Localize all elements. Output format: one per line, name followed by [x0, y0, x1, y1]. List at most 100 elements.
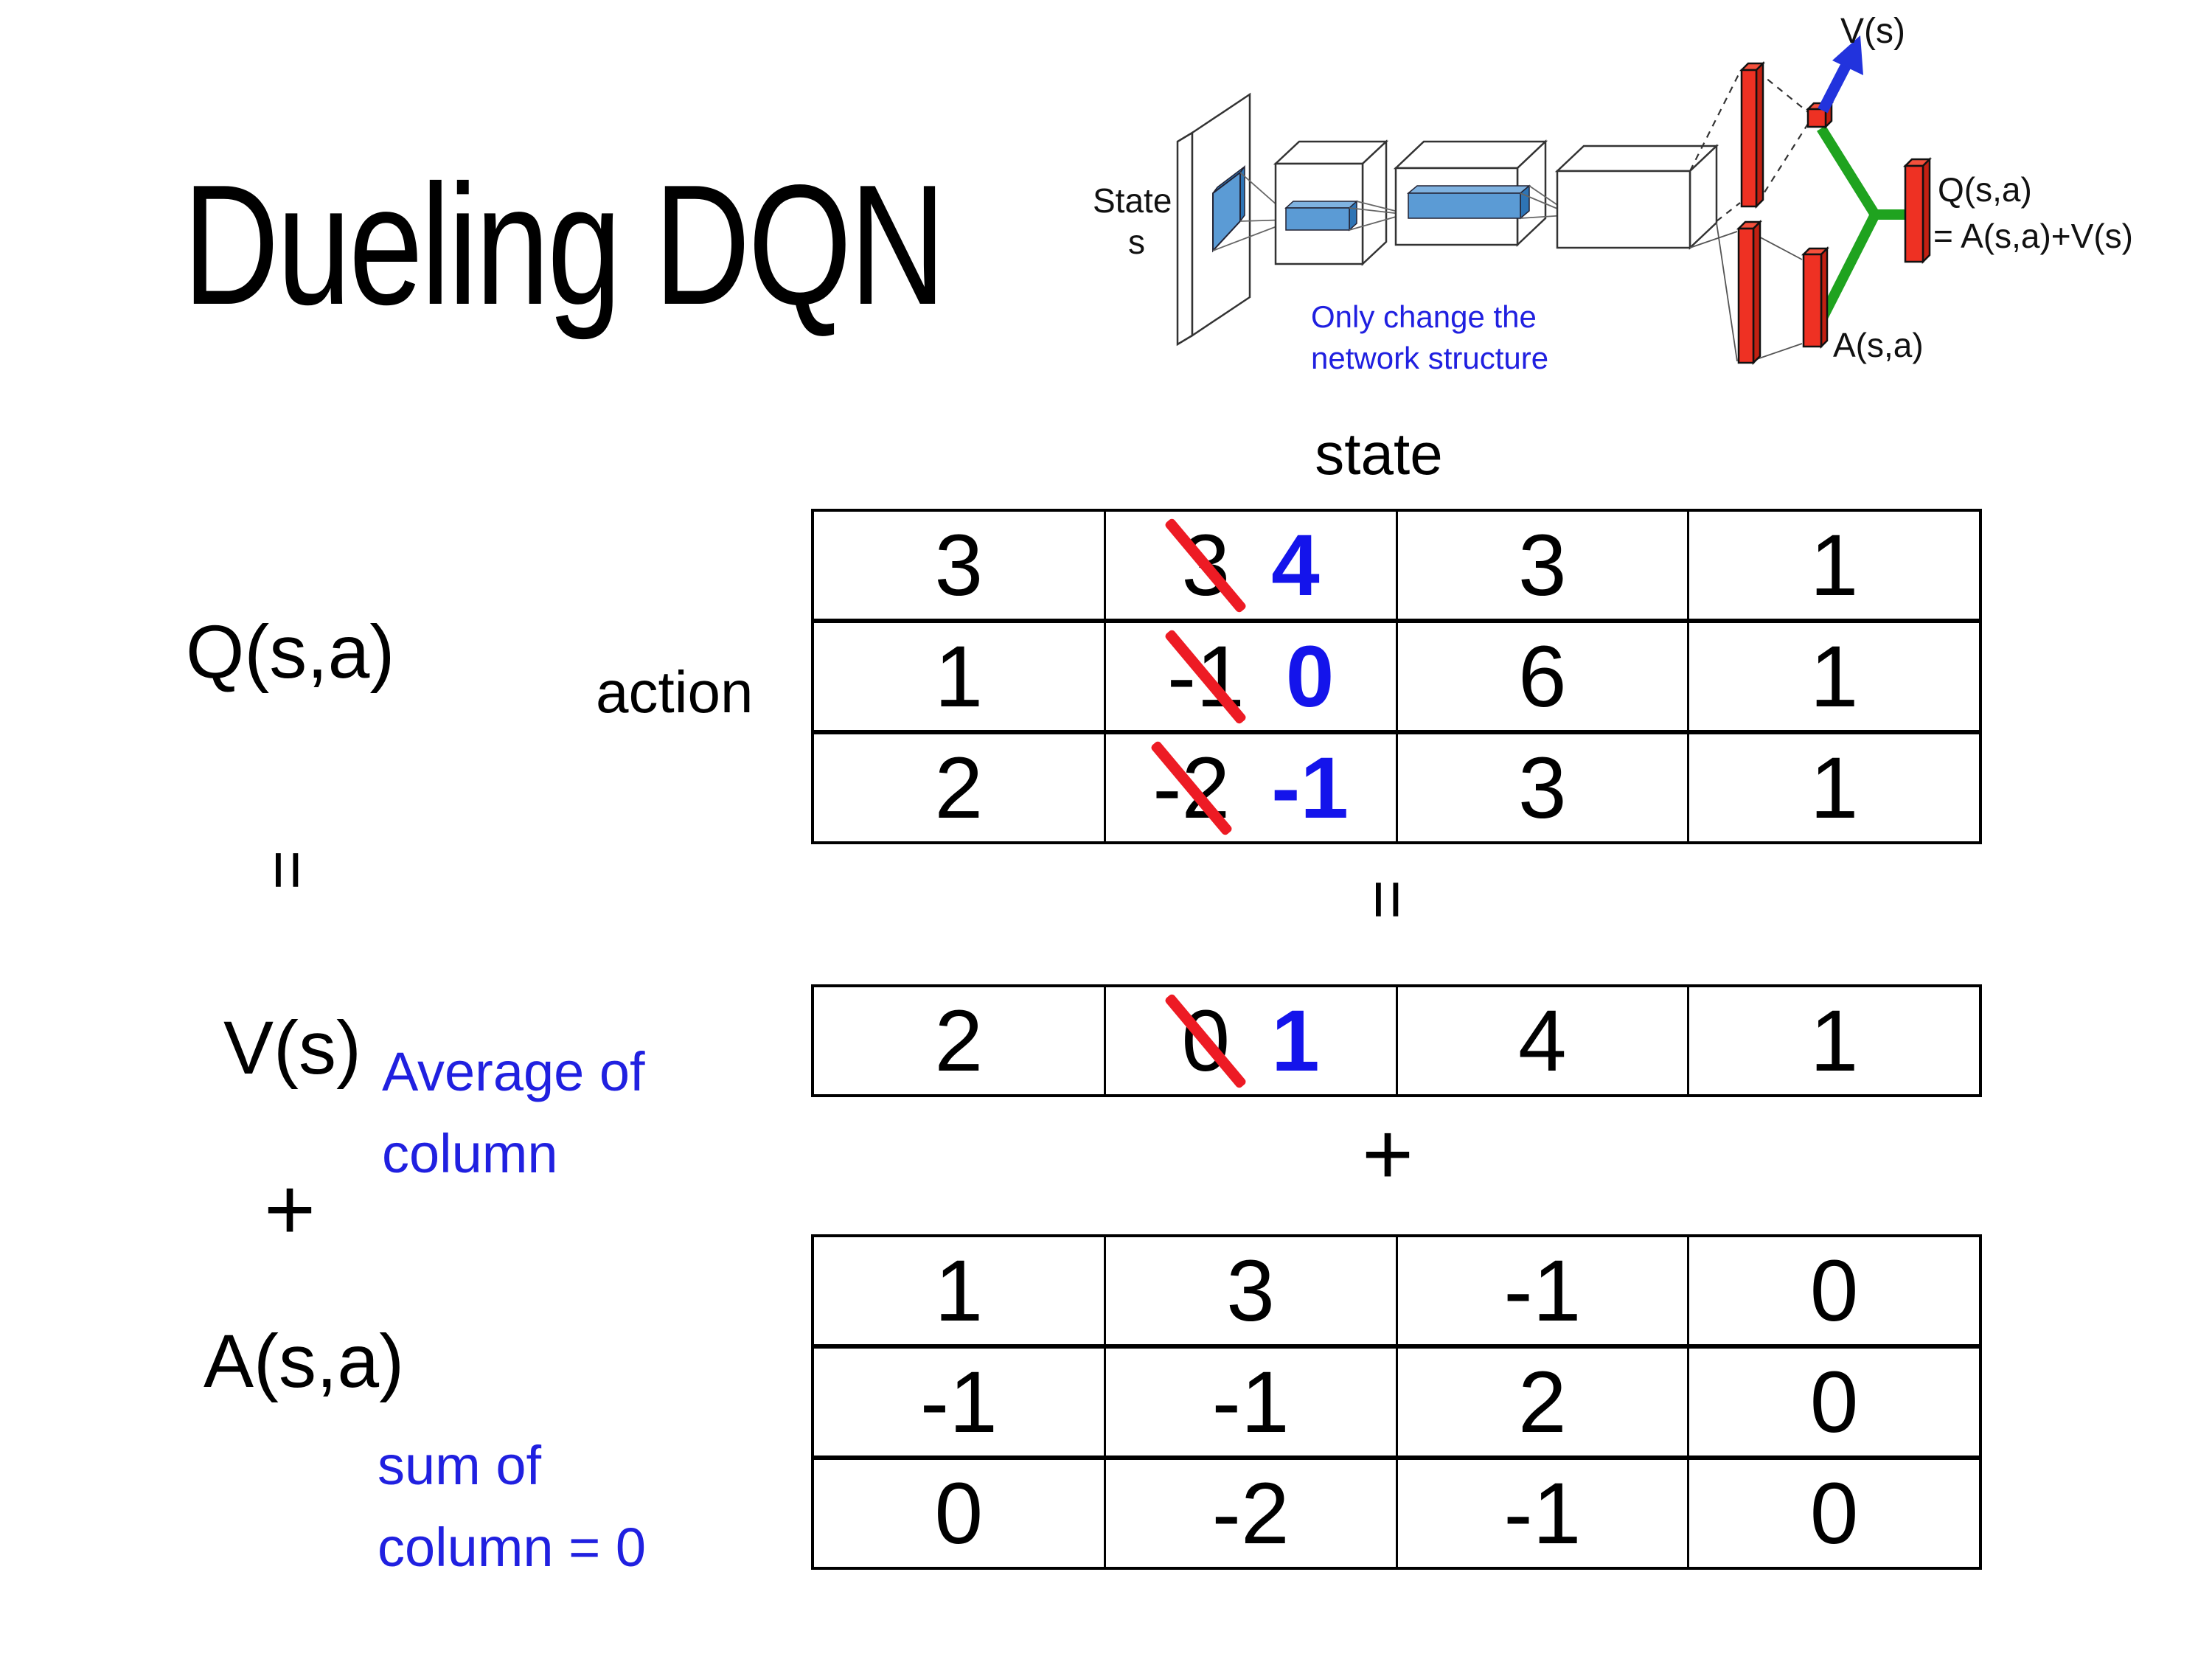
- v-cell-corrected: 0 1: [1103, 987, 1396, 1094]
- cell-value: 3: [1518, 516, 1567, 614]
- network-diagram: State s V(s) Q(s,a) = A(s,a)+V(s) A(s,a)…: [1093, 12, 2133, 375]
- table-row: 2 -2 -1 3 1: [814, 730, 1979, 841]
- table-row: 0 -2 -1 0: [814, 1455, 1979, 1567]
- q-cell: 1: [1687, 512, 1979, 619]
- q-cell: 3: [1395, 512, 1688, 619]
- advantage-nodes-bar: [1801, 246, 1830, 349]
- new-value: 4: [1271, 516, 1320, 614]
- sum-note-line2: column = 0: [378, 1517, 647, 1578]
- a-cell: 2: [1395, 1349, 1688, 1455]
- plus-sign-left: +: [263, 1160, 316, 1259]
- v-cell: 1: [1687, 987, 1979, 1094]
- state-header: state: [1315, 421, 1443, 487]
- cell-value: 2: [1518, 1353, 1567, 1451]
- cell-value: 1: [934, 627, 984, 726]
- diagram-state-label: State: [1093, 181, 1172, 220]
- diagram-note-line1: Only change the: [1311, 299, 1537, 334]
- cell-value: -1: [1503, 1242, 1582, 1340]
- feature-bar-1: [1284, 200, 1358, 232]
- aggregation-fork: [1816, 125, 1907, 324]
- diagram-v-label: V(s): [1840, 12, 1905, 51]
- diagram-note-line2: network structure: [1311, 341, 1548, 375]
- average-note: Average of column: [382, 1031, 645, 1194]
- v-cell: 4: [1395, 987, 1688, 1094]
- cell-value: -1: [919, 1353, 998, 1451]
- old-value-wrap: -2: [1150, 740, 1234, 836]
- q-term-label: Q(s,a): [186, 610, 395, 694]
- q-cell-corrected: -1 0: [1103, 623, 1396, 730]
- a-cell: 0: [1687, 1349, 1979, 1455]
- table-row: -1 -1 2 0: [814, 1344, 1979, 1455]
- sum-note: sum of column = 0: [378, 1425, 646, 1588]
- a-cell: 0: [814, 1460, 1104, 1567]
- table-row: 1 -1 0 6 1: [814, 619, 1979, 730]
- table-row: 3 3 4 3 1: [814, 512, 1979, 619]
- q-cell-corrected: -2 -1: [1103, 734, 1396, 841]
- cell-value: 0: [1809, 1242, 1859, 1340]
- cell-value: 1: [1809, 627, 1859, 726]
- a-cell: -1: [1395, 1237, 1688, 1344]
- a-cell: -1: [1103, 1349, 1396, 1455]
- q-table: 3 3 4 3 1 1 -1 0 6 1 2 -2 -1 3 1: [811, 509, 1982, 844]
- cell-value: 0: [1809, 1353, 1859, 1451]
- new-value: 0: [1285, 627, 1335, 726]
- a-term-label: A(s,a): [204, 1319, 405, 1403]
- old-value-wrap: -1: [1164, 628, 1248, 725]
- old-value-wrap: 0: [1164, 992, 1248, 1089]
- cell-value: 3: [1226, 1242, 1275, 1340]
- cell-value: -2: [1211, 1464, 1290, 1562]
- v-table: 2 0 1 4 1: [811, 984, 1982, 1097]
- cell-value: 1: [934, 1242, 984, 1340]
- value-output-arrow: [1818, 35, 1863, 114]
- q-cell: 3: [814, 512, 1104, 619]
- q-cell: 1: [1687, 623, 1979, 730]
- a-cell: 1: [814, 1237, 1104, 1344]
- a-table: 1 3 -1 0 -1 -1 2 0 0 -2 -1 0: [811, 1234, 1982, 1570]
- v-cell: 2: [814, 987, 1104, 1094]
- cell-value: 6: [1518, 627, 1567, 726]
- old-value-wrap: 3: [1164, 517, 1248, 613]
- table-row: 1 3 -1 0: [814, 1237, 1979, 1344]
- cell-value: -1: [1211, 1353, 1290, 1451]
- connections-advantage-stream: [1689, 222, 1803, 362]
- v-term-label: V(s): [223, 1006, 361, 1090]
- cell-value: 2: [934, 992, 984, 1090]
- diagram-q-label-line2: = A(s,a)+V(s): [1933, 217, 2133, 255]
- cell-value: 1: [1809, 992, 1859, 1090]
- a-cell: 3: [1103, 1237, 1396, 1344]
- q-cell: 1: [814, 623, 1104, 730]
- new-value: 1: [1271, 992, 1320, 1090]
- cell-value: 1: [1809, 739, 1859, 837]
- conv-box-3: [1554, 144, 1719, 250]
- q-cell: 2: [814, 734, 1104, 841]
- action-header: action: [596, 659, 754, 725]
- cell-value: -1: [1503, 1464, 1582, 1562]
- cell-value: 2: [934, 739, 984, 837]
- plus-sign-center: +: [1361, 1105, 1414, 1203]
- diagram-a-label: A(s,a): [1833, 326, 1924, 364]
- average-note-line2: column: [382, 1123, 558, 1184]
- a-cell: 0: [1687, 1460, 1979, 1567]
- feature-bar-2: [1406, 184, 1531, 220]
- equals-sign-left: =: [249, 849, 327, 891]
- sum-note-line1: sum of: [378, 1435, 542, 1496]
- value-fc-bar: [1739, 60, 1766, 209]
- equals-sign-center: =: [1349, 879, 1427, 920]
- cell-value: 3: [1518, 739, 1567, 837]
- q-cell: 1: [1687, 734, 1979, 841]
- a-cell: -1: [814, 1349, 1104, 1455]
- cell-value: 0: [1809, 1464, 1859, 1562]
- advantage-fc-bar: [1736, 219, 1763, 366]
- average-note-line1: Average of: [382, 1041, 645, 1102]
- connection-lines-2: [1349, 201, 1402, 231]
- cell-value: 3: [934, 516, 984, 614]
- cell-value: 0: [934, 1464, 984, 1562]
- diagram-q-label-line1: Q(s,a): [1938, 170, 2032, 209]
- table-row: 2 0 1 4 1: [814, 987, 1979, 1094]
- q-cell: 3: [1395, 734, 1688, 841]
- dashed-connections-value-stream: [1689, 71, 1809, 222]
- a-cell: -1: [1395, 1460, 1688, 1567]
- cell-value: 4: [1518, 992, 1567, 1090]
- cell-value: 1: [1809, 516, 1859, 614]
